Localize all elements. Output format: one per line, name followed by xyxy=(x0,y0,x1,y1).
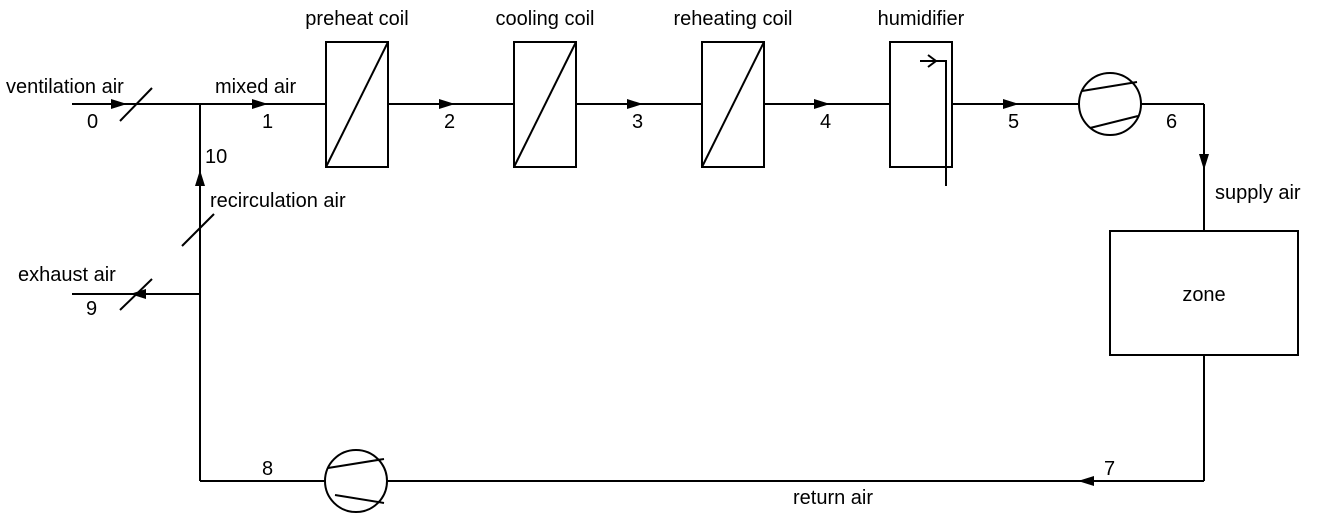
arrow-9-left xyxy=(130,289,146,299)
label-humidifier: humidifier xyxy=(878,8,965,30)
return-fan-icon xyxy=(324,449,388,513)
state-3: 3 xyxy=(632,111,643,133)
state-10: 10 xyxy=(205,146,227,168)
state-7: 7 xyxy=(1104,458,1115,480)
label-reheating-coil: reheating coil xyxy=(674,8,793,30)
duct-lines xyxy=(72,103,1205,482)
state-4: 4 xyxy=(820,111,831,133)
label-preheat-coil: preheat coil xyxy=(305,8,408,30)
arrow-6-down xyxy=(1199,154,1209,170)
state-1: 1 xyxy=(262,111,273,133)
arrow-4 xyxy=(814,99,830,109)
state-5: 5 xyxy=(1008,111,1019,133)
state-8: 8 xyxy=(262,458,273,480)
humidifier xyxy=(889,41,953,186)
state-9: 9 xyxy=(86,298,97,320)
label-supply-air: supply air xyxy=(1215,182,1301,204)
arrow-5 xyxy=(1003,99,1019,109)
preheat-coil xyxy=(325,41,389,168)
label-recirculation-air: recirculation air xyxy=(210,190,346,212)
label-cooling-coil: cooling coil xyxy=(496,8,595,30)
arrow-10-up xyxy=(195,170,205,186)
label-exhaust-air: exhaust air xyxy=(18,264,116,286)
reheating-coil xyxy=(701,41,765,168)
state-6: 6 xyxy=(1166,111,1177,133)
ventilation-damper xyxy=(119,87,153,122)
arrow-2 xyxy=(439,99,455,109)
arrow-1 xyxy=(252,99,268,109)
recirculation-damper xyxy=(181,213,215,247)
cooling-coil xyxy=(513,41,577,168)
supply-fan-icon xyxy=(1078,72,1142,136)
label-mixed-air: mixed air xyxy=(215,76,296,98)
arrow-0 xyxy=(111,99,127,109)
label-return-air: return air xyxy=(793,487,873,509)
label-zone: zone xyxy=(1182,284,1225,306)
label-ventilation-air: ventilation air xyxy=(6,76,124,98)
state-0: 0 xyxy=(87,111,98,133)
state-2: 2 xyxy=(444,111,455,133)
zone-box xyxy=(1109,230,1299,356)
arrow-7-left xyxy=(1078,476,1094,486)
arrow-3 xyxy=(627,99,643,109)
flow-arrows xyxy=(111,99,1209,486)
